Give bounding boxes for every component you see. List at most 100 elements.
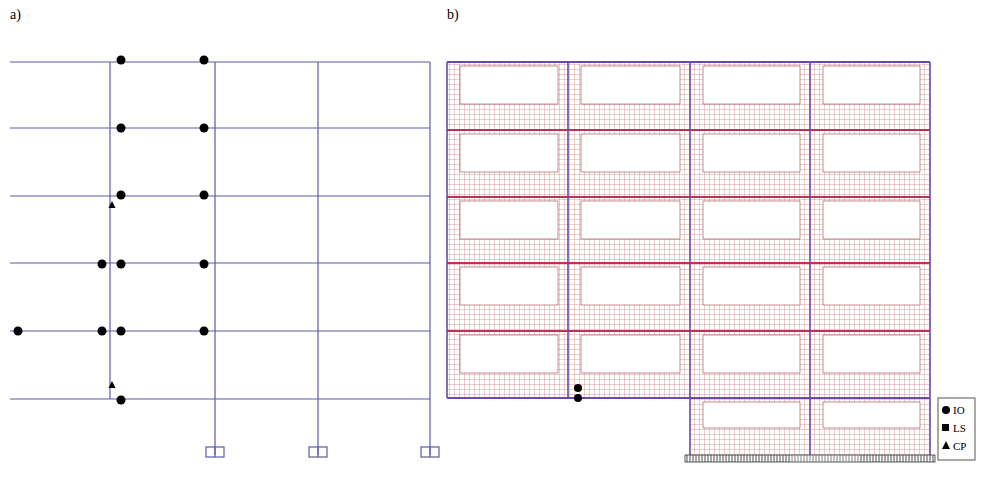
- hinge-markers: [14, 56, 209, 405]
- ground-hatch: [774, 455, 775, 462]
- ground-hatch: [705, 455, 706, 462]
- io-hinge: [117, 56, 126, 65]
- ground-hatch: [795, 455, 796, 462]
- floor-line: [447, 397, 930, 399]
- ground-hatch: [741, 455, 742, 462]
- io-hinge: [117, 124, 126, 133]
- io-hinge: [574, 384, 582, 392]
- ground-hatch: [888, 455, 889, 462]
- io-hinge: [117, 260, 126, 269]
- io-hinge: [117, 327, 126, 336]
- io-hinge: [14, 327, 23, 336]
- ground-hatch: [816, 455, 817, 462]
- column-line: [446, 62, 448, 398]
- ground-hatch: [900, 455, 901, 462]
- ground-hatch: [732, 455, 733, 462]
- wall-opening: [823, 201, 920, 239]
- ground-hatch: [870, 455, 871, 462]
- ground-hatch: [756, 455, 757, 462]
- beam-line: [10, 127, 430, 128]
- column-line: [429, 62, 430, 455]
- ground-hatch: [930, 455, 931, 462]
- mesh-model: [447, 62, 935, 462]
- beam-line: [10, 61, 430, 62]
- ground-hatch: [789, 455, 790, 462]
- ground-hatch: [915, 455, 916, 462]
- ground-hatch: [882, 455, 883, 462]
- legend-symbol: [942, 441, 950, 449]
- wall-opening: [581, 134, 680, 172]
- column-line: [689, 62, 691, 455]
- floor-line: [447, 61, 930, 63]
- ground-hatch: [747, 455, 748, 462]
- floor-line: [447, 129, 930, 131]
- ground-hatch: [831, 455, 832, 462]
- ground-hatch: [753, 455, 754, 462]
- ground-hatch: [861, 455, 862, 462]
- wall-opening: [703, 201, 800, 239]
- ground-hatch: [849, 455, 850, 462]
- ground-hatch: [819, 455, 820, 462]
- ground-hatch: [726, 455, 727, 462]
- ground-hatch: [912, 455, 913, 462]
- wall-opening: [703, 402, 800, 428]
- ground-hatch: [909, 455, 910, 462]
- ground-hatch: [711, 455, 712, 462]
- ground-hatch: [720, 455, 721, 462]
- ground-hatch: [714, 455, 715, 462]
- ground-hatch: [906, 455, 907, 462]
- ground-hatch: [750, 455, 751, 462]
- ground-hatch: [894, 455, 895, 462]
- wall-opening: [581, 66, 680, 104]
- wall-opening: [823, 267, 920, 305]
- ground-hatch: [864, 455, 865, 462]
- legend-text: LS: [953, 423, 966, 434]
- ground-hatch: [828, 455, 829, 462]
- ground-hatch: [708, 455, 709, 462]
- wall-opening: [823, 335, 920, 373]
- wall-opening: [703, 134, 800, 172]
- ground-hatch: [693, 455, 694, 462]
- ground-hatch: [837, 455, 838, 462]
- frame-model: [10, 62, 439, 457]
- ground-hatch: [687, 455, 688, 462]
- io-hinge: [98, 260, 107, 269]
- footing-symbol: [421, 447, 439, 457]
- beam-line: [10, 195, 430, 196]
- ground-hatch: [744, 455, 745, 462]
- column-line: [809, 62, 811, 455]
- ground-hatch: [771, 455, 772, 462]
- column-line: [214, 62, 215, 455]
- ground-hatch: [717, 455, 718, 462]
- floor-line: [447, 330, 930, 332]
- legend-symbol: [942, 424, 949, 431]
- ground-hatch: [885, 455, 886, 462]
- wall-opening: [823, 66, 920, 104]
- io-hinge: [117, 191, 126, 200]
- ground-hatch: [780, 455, 781, 462]
- wall-opening: [460, 335, 558, 373]
- ground-hatch: [903, 455, 904, 462]
- floor-line: [447, 196, 930, 198]
- ground-hatch: [807, 455, 808, 462]
- ground-hatch: [801, 455, 802, 462]
- panel-label: b): [447, 8, 459, 22]
- column-line: [109, 62, 110, 399]
- ground-hatch: [699, 455, 700, 462]
- wall-opening: [581, 267, 680, 305]
- ground-support: [685, 455, 935, 462]
- ground-hatch: [768, 455, 769, 462]
- wall-opening: [823, 402, 920, 428]
- ground-hatch: [879, 455, 880, 462]
- column-line: [929, 62, 931, 455]
- ground-hatch: [834, 455, 835, 462]
- io-hinge: [200, 56, 209, 65]
- ground-hatch: [696, 455, 697, 462]
- ground-hatch: [810, 455, 811, 462]
- wall-opening: [581, 201, 680, 239]
- ground-hatch: [759, 455, 760, 462]
- wall-opening: [460, 267, 558, 305]
- io-hinge: [117, 396, 126, 405]
- ground-hatch: [933, 455, 934, 462]
